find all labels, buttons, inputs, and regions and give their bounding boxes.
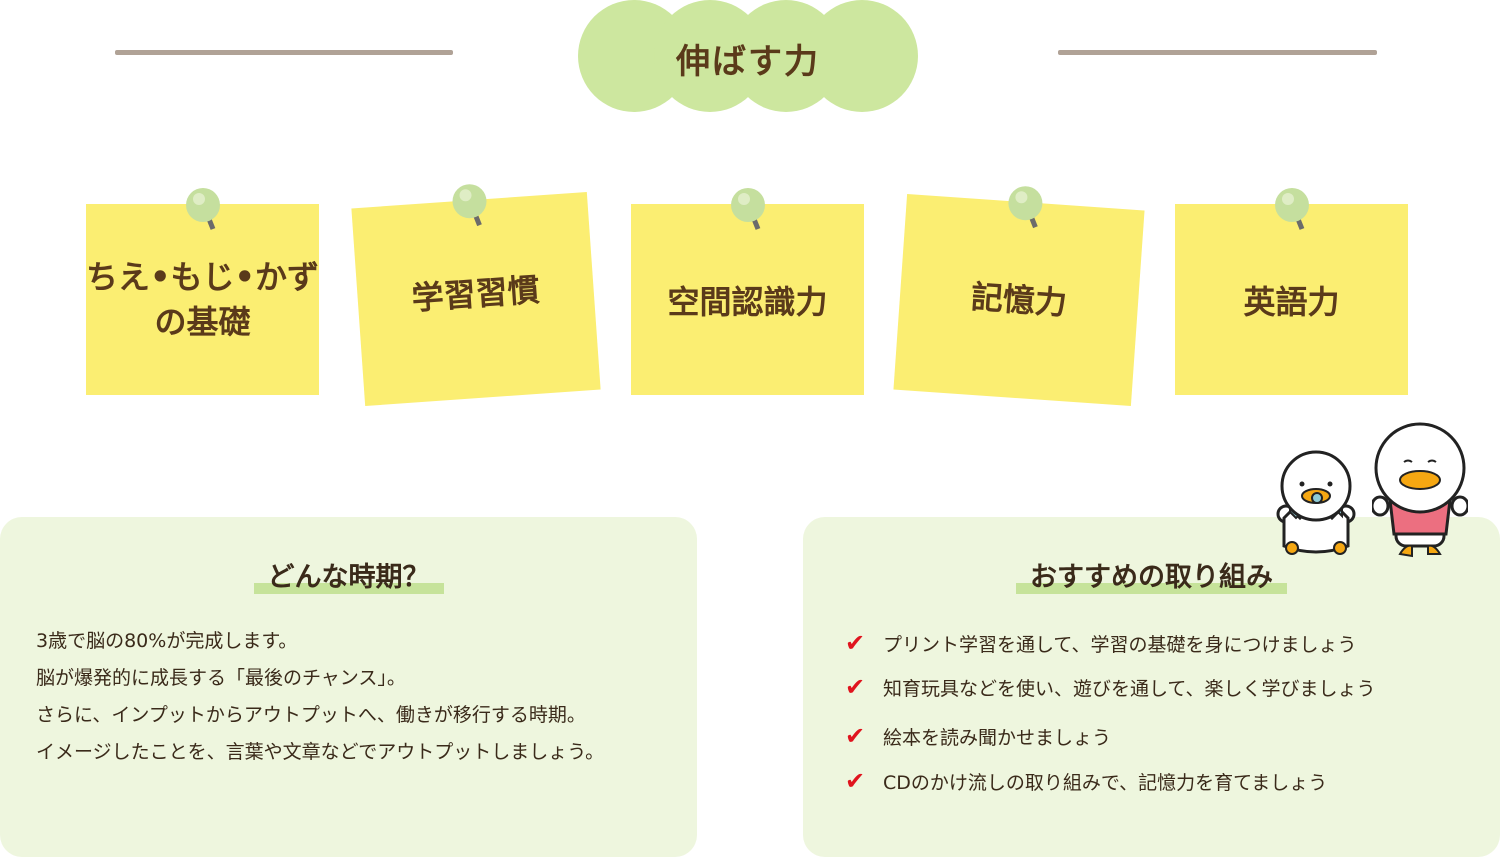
list-item: ✔CDのかけ流しの取り組みで、記憶力を育てましょう	[845, 767, 1328, 795]
pushpin-icon	[1274, 187, 1310, 233]
period-line: 脳が爆発的に成長する「最後のチャンス」。	[36, 667, 406, 689]
period-panel: どんな時期？ 3歳で脳の80%が完成します。 脳が爆発的に成長する「最後のチャン…	[0, 517, 697, 857]
recommend-panel: おすすめの取り組み ✔プリント学習を通して、学習の基礎を身につけましょう ✔知育…	[803, 517, 1500, 857]
period-line: さらに、インプットからアウトプットへ、働きが移行する時期。	[36, 704, 586, 726]
pushpin-icon	[185, 187, 221, 233]
banner-title: 伸ばす力	[676, 42, 820, 82]
mother-duck-mascot	[1372, 422, 1468, 558]
check-icon: ✔	[845, 629, 866, 657]
skill-note: 学習習慣	[351, 192, 601, 406]
skill-note: 記憶力	[893, 194, 1145, 407]
pushpin-icon	[452, 183, 488, 229]
check-icon: ✔	[845, 722, 866, 750]
check-icon: ✔	[845, 767, 866, 795]
section-banner: 伸ばす力	[578, 0, 918, 112]
divider-left	[115, 50, 453, 55]
list-item: ✔知育玩具などを使い、遊びを通して、楽しく学びましょう	[845, 673, 1376, 701]
pushpin-icon	[730, 187, 766, 233]
pushpin-icon	[1007, 185, 1043, 231]
check-icon: ✔	[845, 673, 866, 701]
skill-note: 英語力	[1175, 204, 1408, 395]
period-line: イメージしたことを、言葉や文章などでアウトプットしましょう。	[36, 741, 605, 763]
baby-duck-mascot	[1276, 450, 1356, 555]
divider-right	[1058, 50, 1377, 55]
list-item: ✔絵本を読み聞かせましょう	[845, 722, 1112, 750]
recommend-heading: おすすめの取り組み	[1016, 555, 1287, 594]
period-heading: どんな時期？	[253, 555, 444, 594]
skill-note: ちえ•もじ•かずの基礎	[86, 204, 319, 395]
period-line: 3歳で脳の80%が完成します。	[36, 630, 298, 652]
skill-note: 空間認識力	[631, 204, 864, 395]
list-item: ✔プリント学習を通して、学習の基礎を身につけましょう	[845, 629, 1357, 657]
